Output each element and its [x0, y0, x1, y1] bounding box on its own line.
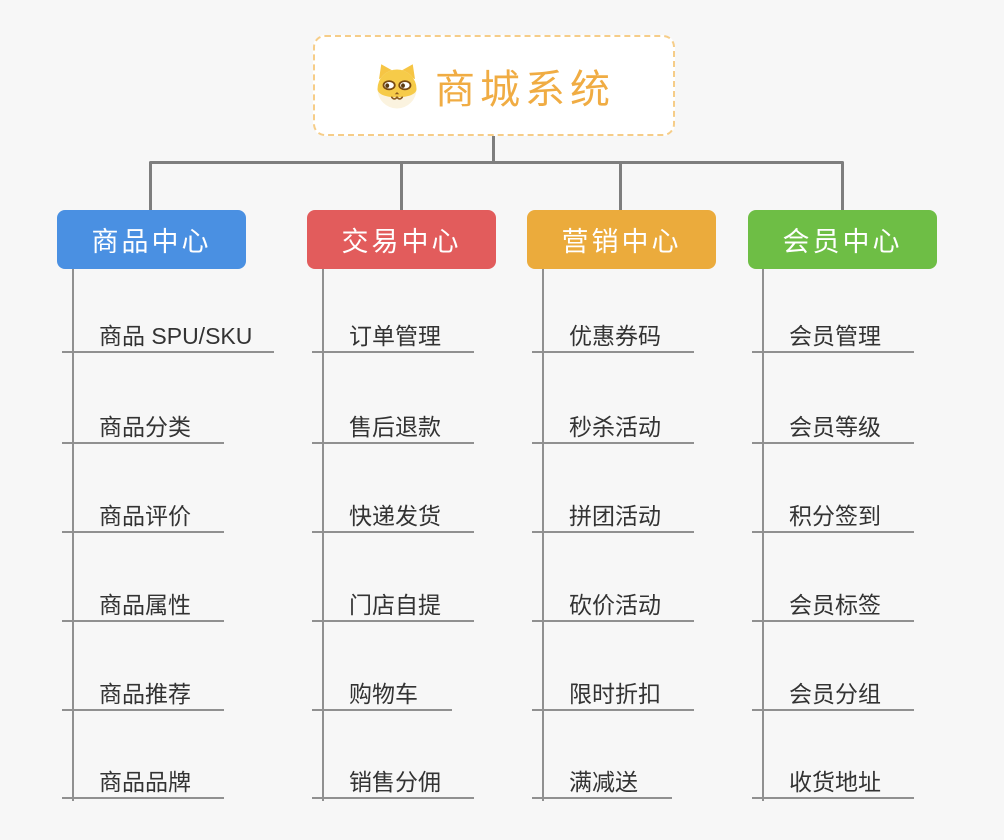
- child-node[interactable]: 商品属性: [62, 582, 224, 622]
- child-node[interactable]: 积分签到: [752, 493, 914, 533]
- connector-drop-marketing: [619, 162, 622, 210]
- child-node[interactable]: 商品品牌: [62, 759, 224, 799]
- branch-line-marketing: [542, 269, 544, 801]
- root-title: 商城系统: [435, 67, 615, 112]
- child-node[interactable]: 收货地址: [752, 759, 914, 799]
- child-node[interactable]: 商品评价: [62, 493, 224, 533]
- connector-drop-product: [149, 162, 152, 210]
- child-node[interactable]: 会员分组: [752, 671, 914, 711]
- child-node[interactable]: 订单管理: [312, 313, 474, 353]
- child-node[interactable]: 商品 SPU/SKU: [62, 313, 274, 353]
- child-node[interactable]: 砍价活动: [532, 582, 694, 622]
- root-node[interactable]: 商城系统: [313, 35, 675, 136]
- child-node[interactable]: 门店自提: [312, 582, 474, 622]
- branch-line-member: [762, 269, 764, 801]
- child-node[interactable]: 会员等级: [752, 404, 914, 444]
- child-node[interactable]: 会员管理: [752, 313, 914, 353]
- branch-marketing-center[interactable]: 营销中心: [527, 210, 716, 269]
- branch-trade-center[interactable]: 交易中心: [307, 210, 496, 269]
- connector-horizontal: [149, 161, 844, 164]
- connector-drop-trade: [400, 162, 403, 210]
- child-node[interactable]: 购物车: [312, 671, 452, 711]
- child-node[interactable]: 秒杀活动: [532, 404, 694, 444]
- connector-drop-member: [841, 162, 844, 210]
- child-node[interactable]: 售后退款: [312, 404, 474, 444]
- child-node[interactable]: 拼团活动: [532, 493, 694, 533]
- child-node[interactable]: 销售分佣: [312, 759, 474, 799]
- child-node[interactable]: 商品推荐: [62, 671, 224, 711]
- dog-face-icon: [377, 63, 417, 108]
- branch-product-center[interactable]: 商品中心: [57, 210, 246, 269]
- branch-line-product: [72, 269, 74, 801]
- branch-line-trade: [322, 269, 324, 801]
- child-node[interactable]: 商品分类: [62, 404, 224, 444]
- child-node[interactable]: 快递发货: [312, 493, 474, 533]
- child-node[interactable]: 满减送: [532, 759, 672, 799]
- connector-root-stem: [492, 136, 495, 163]
- child-node[interactable]: 限时折扣: [532, 671, 694, 711]
- branch-member-center[interactable]: 会员中心: [748, 210, 937, 269]
- child-node[interactable]: 会员标签: [752, 582, 914, 622]
- child-node[interactable]: 优惠券码: [532, 313, 694, 353]
